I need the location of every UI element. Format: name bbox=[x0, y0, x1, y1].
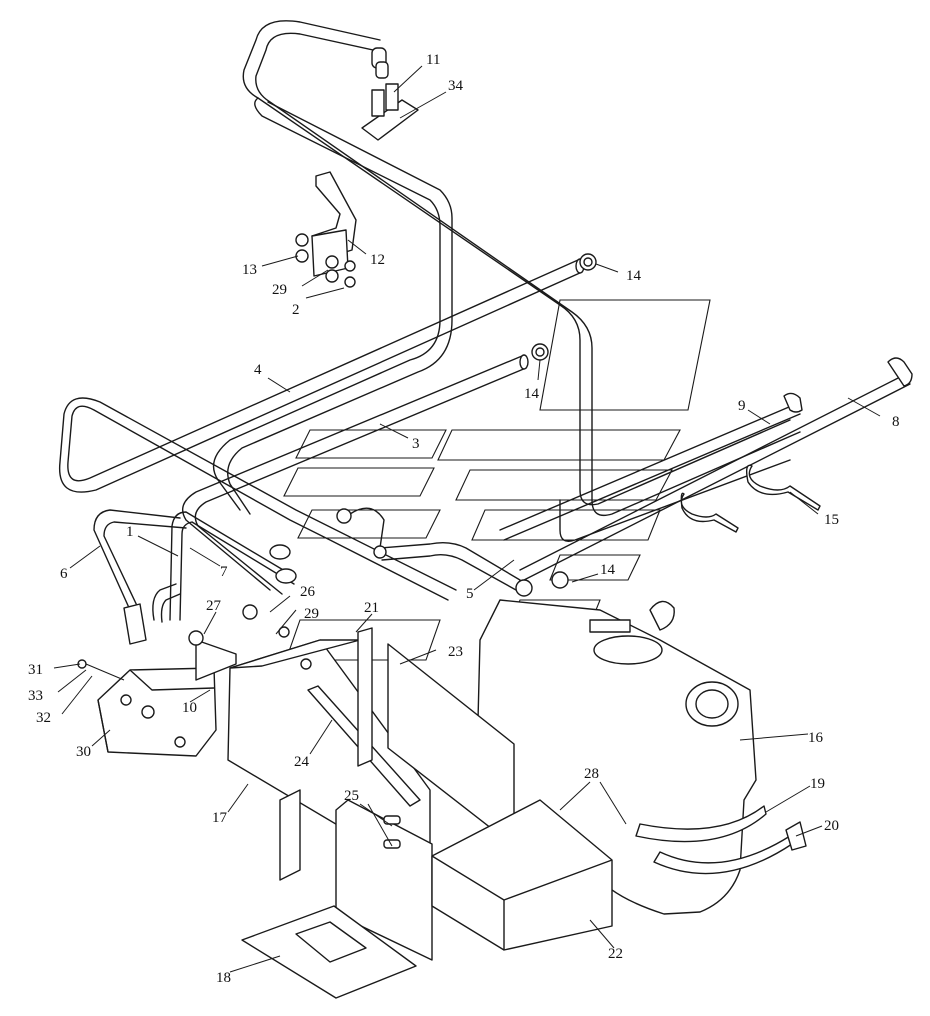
callout-7: 7 bbox=[220, 564, 228, 580]
callout-6: 6 bbox=[60, 566, 68, 582]
callout-31: 31 bbox=[28, 662, 43, 678]
callout-22: 22 bbox=[608, 946, 623, 962]
callout-29-mid: 29 bbox=[304, 606, 319, 622]
callout-34: 34 bbox=[448, 78, 464, 94]
callout-32: 32 bbox=[36, 710, 51, 726]
callout-27: 27 bbox=[206, 598, 222, 614]
valve-block-34 bbox=[361, 47, 419, 141]
callout-9: 9 bbox=[738, 398, 746, 414]
tube-9 bbox=[499, 392, 803, 541]
callout-11: 11 bbox=[426, 52, 440, 68]
bolt-set-31-33 bbox=[77, 659, 125, 681]
callout-2: 2 bbox=[292, 302, 300, 318]
callout-13: 13 bbox=[242, 262, 257, 278]
tray-22 bbox=[431, 799, 613, 951]
callout-24: 24 bbox=[294, 754, 310, 770]
hose-clamp-14-top bbox=[579, 253, 597, 271]
callout-16: 16 bbox=[808, 730, 824, 746]
callout-labels: 11 34 12 13 29 2 14 14 4 3 9 8 15 1 7 6 … bbox=[28, 52, 900, 986]
bracket-12 bbox=[295, 171, 357, 288]
callout-14-top: 14 bbox=[626, 268, 642, 284]
callout-33: 33 bbox=[28, 688, 43, 704]
callout-21: 21 bbox=[364, 600, 379, 616]
tube-7 bbox=[169, 511, 295, 621]
bracket-25 bbox=[335, 799, 433, 961]
plate-21 bbox=[357, 627, 373, 767]
callout-25: 25 bbox=[344, 788, 359, 804]
callout-23: 23 bbox=[448, 644, 463, 660]
tube-6 bbox=[93, 509, 187, 645]
tube-4 bbox=[58, 258, 585, 601]
callout-10: 10 bbox=[182, 700, 197, 716]
callout-1: 1 bbox=[126, 524, 134, 540]
hose-clamp-14-bottom bbox=[336, 508, 569, 597]
callout-8: 8 bbox=[892, 414, 900, 430]
tube-end-cap bbox=[275, 568, 297, 584]
fuel-line-pair-long bbox=[212, 20, 801, 542]
callout-12: 12 bbox=[370, 252, 385, 268]
callout-3: 3 bbox=[412, 436, 420, 452]
callout-19: 19 bbox=[810, 776, 825, 792]
callout-14-mid: 14 bbox=[524, 386, 540, 402]
plate-18 bbox=[241, 905, 417, 999]
callout-20: 20 bbox=[824, 818, 839, 834]
pump-30 bbox=[97, 604, 290, 757]
callout-26: 26 bbox=[300, 584, 316, 600]
callout-30: 30 bbox=[76, 744, 91, 760]
callout-5: 5 bbox=[466, 586, 474, 602]
callout-18: 18 bbox=[216, 970, 231, 986]
callout-29-top: 29 bbox=[272, 282, 287, 298]
tube-3 bbox=[182, 354, 529, 595]
leader-lines bbox=[53, 65, 881, 973]
tube-end-cap bbox=[269, 544, 291, 560]
callout-15: 15 bbox=[824, 512, 839, 528]
hose-5 bbox=[349, 507, 521, 591]
callout-17: 17 bbox=[212, 810, 228, 826]
callout-4: 4 bbox=[254, 362, 262, 378]
cable-tie-15 bbox=[680, 464, 821, 533]
tube-8 bbox=[519, 357, 913, 581]
tube-1 bbox=[152, 583, 181, 623]
hose-clamp-14-mid bbox=[531, 343, 549, 361]
callout-28: 28 bbox=[584, 766, 599, 782]
callout-14-bottom: 14 bbox=[600, 562, 616, 578]
